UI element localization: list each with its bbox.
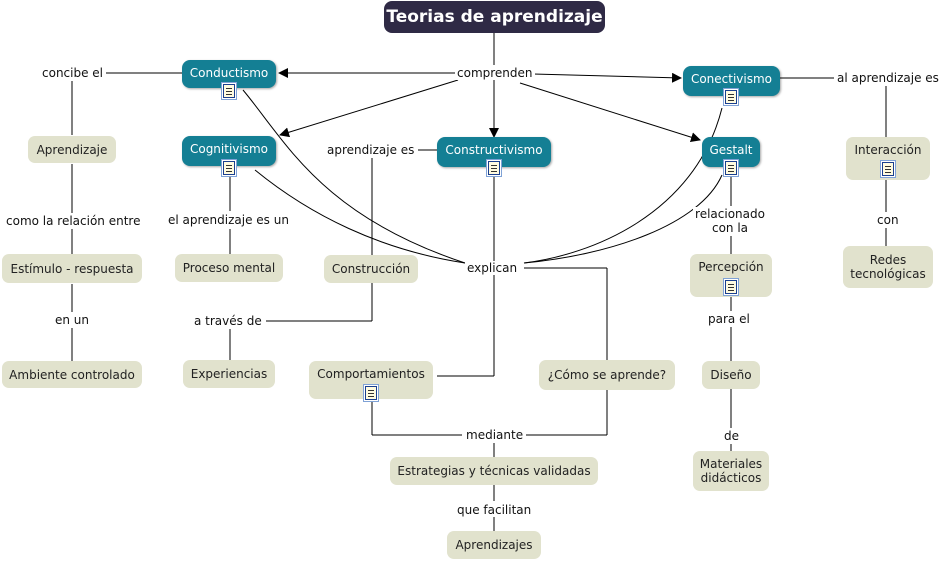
document-icon[interactable] — [882, 162, 894, 176]
document-icon[interactable] — [725, 161, 737, 175]
node-estimulo-respuesta[interactable]: Estímulo - respuesta — [2, 254, 142, 283]
document-icon[interactable] — [223, 161, 235, 175]
node-label: Diseño — [710, 368, 752, 382]
link-el-aprendizaje-es-un: el aprendizaje es un — [166, 213, 291, 227]
link-concibe-el: concibe el — [40, 66, 106, 80]
node-ambiente-controlado[interactable]: Ambiente controlado — [2, 361, 142, 388]
node-label: Conductismo — [189, 66, 269, 80]
node-experiencias[interactable]: Experiencias — [183, 360, 275, 388]
root-node[interactable]: Teorias de aprendizaje — [384, 1, 605, 33]
node-constructivismo[interactable]: Constructivismo — [437, 137, 551, 167]
node-aprendizaje[interactable]: Aprendizaje — [28, 136, 116, 163]
node-label: Aprendizaje — [36, 142, 108, 157]
node-label: Interacción — [854, 143, 922, 157]
node-label: Comportamientos — [317, 367, 425, 381]
node-label: Ambiente controlado — [9, 367, 135, 382]
node-label: Gestalt — [709, 143, 753, 157]
node-label: Redes tecnológicas — [850, 253, 926, 281]
link-mediante: mediante — [464, 428, 526, 442]
node-label: Experiencias — [190, 367, 268, 381]
node-label: Estrategias y técnicas validadas — [397, 464, 591, 478]
node-label: Construcción — [331, 262, 411, 276]
document-icon[interactable] — [365, 386, 377, 400]
node-diseno[interactable]: Diseño — [702, 361, 760, 389]
node-label: Aprendizajes — [455, 538, 533, 552]
link-en-un: en un — [53, 313, 92, 327]
link-como-la-relacion: como la relación entre — [4, 214, 143, 228]
node-redes-tecnologicas[interactable]: Redes tecnológicas — [843, 246, 933, 288]
document-icon[interactable] — [725, 90, 737, 104]
link-comprenden: comprenden — [455, 66, 535, 80]
document-icon[interactable] — [488, 161, 500, 175]
node-aprendizajes[interactable]: Aprendizajes — [447, 531, 541, 559]
link-con: con — [875, 213, 901, 227]
link-a-traves-de: a través de — [192, 314, 264, 328]
root-title: Teorias de aprendizaje — [386, 7, 603, 27]
node-label: Conectivismo — [690, 72, 773, 86]
node-label: Cognitivismo — [189, 142, 269, 156]
link-que-facilitan: que facilitan — [455, 503, 534, 517]
node-label: Percepción — [698, 260, 764, 274]
node-label: Proceso mental — [182, 261, 276, 275]
node-label: Constructivismo — [445, 143, 543, 157]
node-conductismo[interactable]: Conductismo — [182, 60, 276, 88]
link-relacionado-con-la: relacionado con la — [693, 207, 767, 235]
link-aprendizaje-es: aprendizaje es — [325, 143, 417, 157]
node-label: Materiales didácticos — [699, 457, 763, 485]
link-al-aprendizaje-es: al aprendizaje es — [835, 71, 941, 85]
node-label: Estímulo - respuesta — [10, 261, 134, 276]
link-de: de — [722, 429, 741, 443]
link-explican: explican — [465, 261, 520, 275]
link-para-el: para el — [706, 312, 752, 326]
document-icon[interactable] — [223, 84, 235, 98]
node-construccion[interactable]: Construcción — [324, 255, 418, 283]
node-proceso-mental[interactable]: Proceso mental — [175, 254, 283, 282]
node-como-se-aprende[interactable]: ¿Cómo se aprende? — [539, 360, 675, 390]
node-estrategias[interactable]: Estrategias y técnicas validadas — [390, 457, 598, 485]
node-label: ¿Cómo se aprende? — [547, 368, 667, 382]
document-icon[interactable] — [725, 280, 737, 294]
node-materiales-didacticos[interactable]: Materiales didácticos — [693, 451, 769, 491]
